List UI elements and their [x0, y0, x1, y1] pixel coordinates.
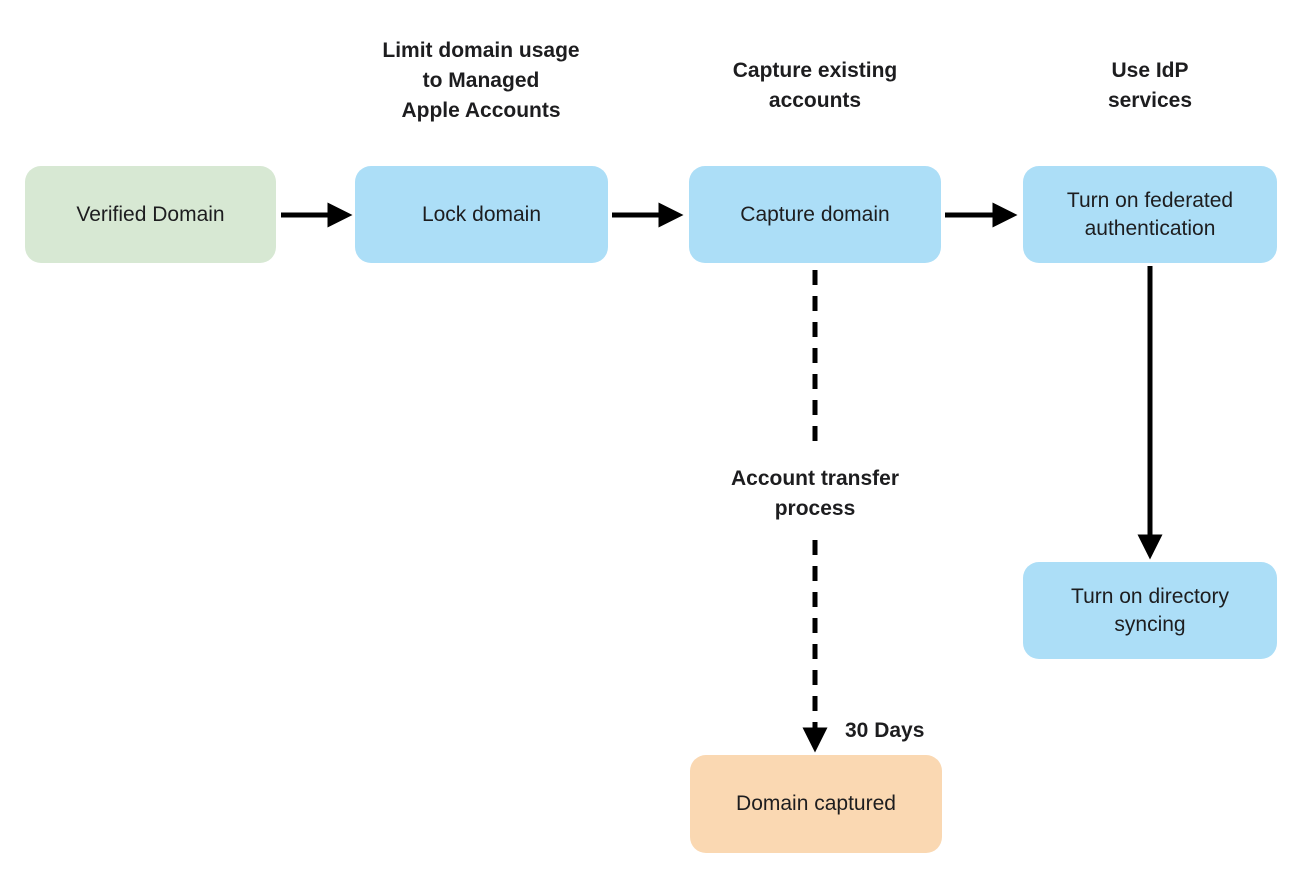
- annotation-line: Capture existing: [732, 59, 898, 82]
- annotation-use-idp-services: Use IdP services: [1050, 56, 1250, 116]
- annotation-line: accounts: [768, 89, 862, 112]
- annotation-30-days: 30 Days: [845, 719, 925, 742]
- node-label: Lock domain: [421, 202, 542, 226]
- node-label: Turn on federated authentication: [1066, 188, 1234, 240]
- node-verified-domain: Verified Domain: [25, 166, 276, 263]
- annotation-capture-existing-accounts: Capture existing accounts: [685, 56, 945, 116]
- annotation-line: to Managed: [422, 69, 540, 92]
- annotation-line: Apple Accounts: [401, 99, 561, 122]
- node-label: Verified Domain: [76, 202, 225, 226]
- annotation-account-transfer-process: Account transfer process: [675, 464, 955, 524]
- node-label: Turn on directory syncing: [1071, 584, 1229, 636]
- node-domain-captured: Domain captured: [690, 755, 942, 853]
- node-lock-domain: Lock domain: [355, 166, 608, 263]
- node-label: Domain captured: [736, 792, 896, 816]
- node-turn-on-federated-authentication: Turn on federated authentication: [1023, 166, 1277, 263]
- node-turn-on-directory-syncing: Turn on directory syncing: [1023, 562, 1277, 659]
- annotation-line: services: [1107, 89, 1193, 112]
- node-label: Capture domain: [740, 202, 890, 226]
- annotation-line: Use IdP: [1111, 59, 1189, 82]
- node-capture-domain: Capture domain: [689, 166, 941, 263]
- annotation-line: Account transfer: [730, 467, 900, 490]
- annotation-line: Limit domain usage: [382, 39, 580, 62]
- annotation-line: process: [774, 497, 856, 520]
- annotation-limit-domain-usage: Limit domain usage to Managed Apple Acco…: [331, 36, 631, 126]
